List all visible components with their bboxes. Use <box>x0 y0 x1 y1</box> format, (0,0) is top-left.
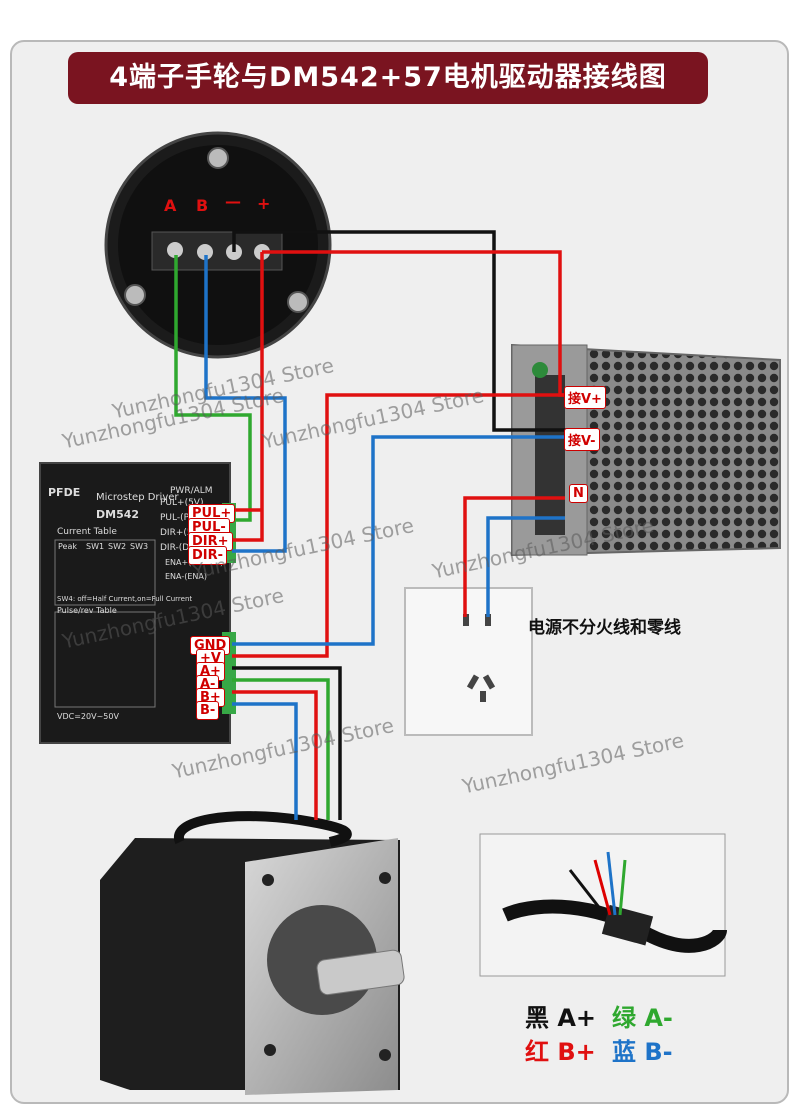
legend-black: 黑 A+ <box>525 1004 597 1032</box>
legend-red: 红 B+ <box>525 1038 596 1066</box>
driver-label-enam: ENA-(ENA) <box>165 572 207 581</box>
wire-black-minus <box>232 230 570 432</box>
driver-label-pwr: PWR/ALM <box>170 486 213 496</box>
wall-socket <box>404 587 533 736</box>
driver-col-sw1: SW1 <box>86 542 105 551</box>
wire-green-aminus <box>232 678 330 820</box>
diagram-title: 4端子手轮与DM542+57电机驱动器接线图 <box>68 52 708 104</box>
wire-red-bplus <box>232 690 318 820</box>
handwheel-terminal-b: B <box>196 196 209 215</box>
wire-blue-socket <box>486 516 565 617</box>
handwheel <box>104 131 332 359</box>
socket-note: 电源不分火线和零线 <box>528 618 681 638</box>
psu-n-label: N <box>569 484 588 503</box>
wire-blue-gnd <box>232 435 570 646</box>
wire-green-a <box>174 255 252 522</box>
wire-black-aplus <box>232 666 342 820</box>
wire-blue-bminus <box>232 702 298 820</box>
driver-col-peak: Peak <box>58 542 77 551</box>
wire-red-vplus <box>232 393 570 658</box>
wire-red-plus <box>232 252 264 542</box>
driver-label-pulm: PUL-(PUL) <box>160 513 205 523</box>
pin-dir-minus: DIR- <box>188 546 228 565</box>
wires <box>174 230 570 820</box>
handwheel-terminal-a: A <box>164 196 177 215</box>
legend-green: 绿 A- <box>612 1004 673 1032</box>
psu-vplus-label: 接V+ <box>564 386 606 409</box>
stepper-motor <box>100 811 405 1095</box>
driver-label-dirm: DIR-(DIR) <box>160 543 202 553</box>
wire-red-socket <box>463 496 565 617</box>
driver-sw4-note: SW4: off=Half Current,on=Full Current <box>57 595 193 603</box>
driver-subtitle: Microstep Driver <box>96 492 179 503</box>
cable-photo-inset <box>479 833 727 977</box>
driver-pulse-table: Pulse/rev Table <box>57 606 117 615</box>
driver-label-dirp: DIR+(5V) <box>160 528 203 538</box>
driver-vdc: VDC=20V~50V <box>57 712 119 721</box>
handwheel-terminal-plus: + <box>257 194 271 213</box>
driver-current-table: Current Table <box>57 527 117 537</box>
driver-col-sw2: SW2 <box>108 542 127 551</box>
handwheel-terminal-minus: — <box>225 192 241 211</box>
driver-model: DM542 <box>96 508 140 521</box>
driver-brand: PFDE <box>48 486 81 499</box>
wire-blue-b <box>204 255 287 553</box>
psu-vminus-label: 接V- <box>564 428 600 451</box>
legend-blue: 蓝 B- <box>612 1038 673 1066</box>
driver-label-pulp: PUL+(5V) <box>160 498 204 508</box>
driver-col-sw3: SW3 <box>130 542 149 551</box>
pin-b-minus: B- <box>196 701 220 720</box>
